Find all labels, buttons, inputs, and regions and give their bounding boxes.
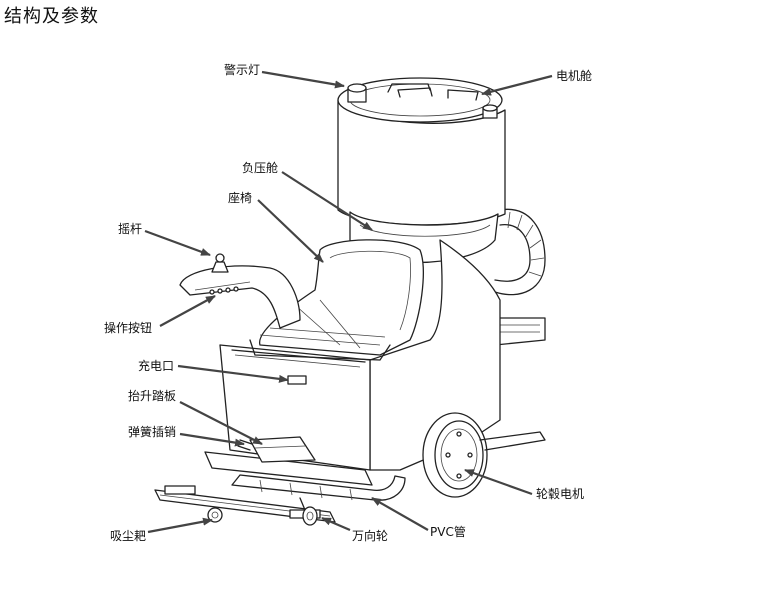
label-spring-pin: 弹簧插销 [128,424,176,439]
seat [259,239,424,356]
page-title: 结构及参数 [4,6,99,27]
warning-light [347,83,367,103]
main-body [369,239,501,471]
label-joystick: 摇杆 [118,222,142,236]
label-seat: 座椅 [228,190,252,205]
charging-port [287,375,307,385]
label-pvc-pipe: PVC管 [430,524,466,539]
label-suction-rake: 吸尘耙 [110,529,146,543]
caster-wheel [299,497,318,526]
front-platform [204,451,373,486]
label-hub-motor: 轮毂电机 [536,487,584,501]
label-warning-light: 警示灯 [224,62,260,77]
rear-hose [494,208,546,296]
label-motor-compartment: 电机舱 [556,69,592,83]
hub-motor-wheel [422,412,488,498]
label-lift-pedal: 抬升踏板 [128,389,176,403]
control-arm [179,265,301,329]
pvc-pipe [231,474,406,501]
label-charging-port: 充电口 [138,358,174,373]
joystick [211,253,229,273]
label-operation-buttons: 操作按钮 [104,320,152,335]
label-caster-wheel: 万向轮 [352,528,388,543]
machine-drawing [154,77,546,526]
callout-arrows [144,70,553,534]
label-negative-pressure-compartment: 负压舱 [242,161,278,175]
